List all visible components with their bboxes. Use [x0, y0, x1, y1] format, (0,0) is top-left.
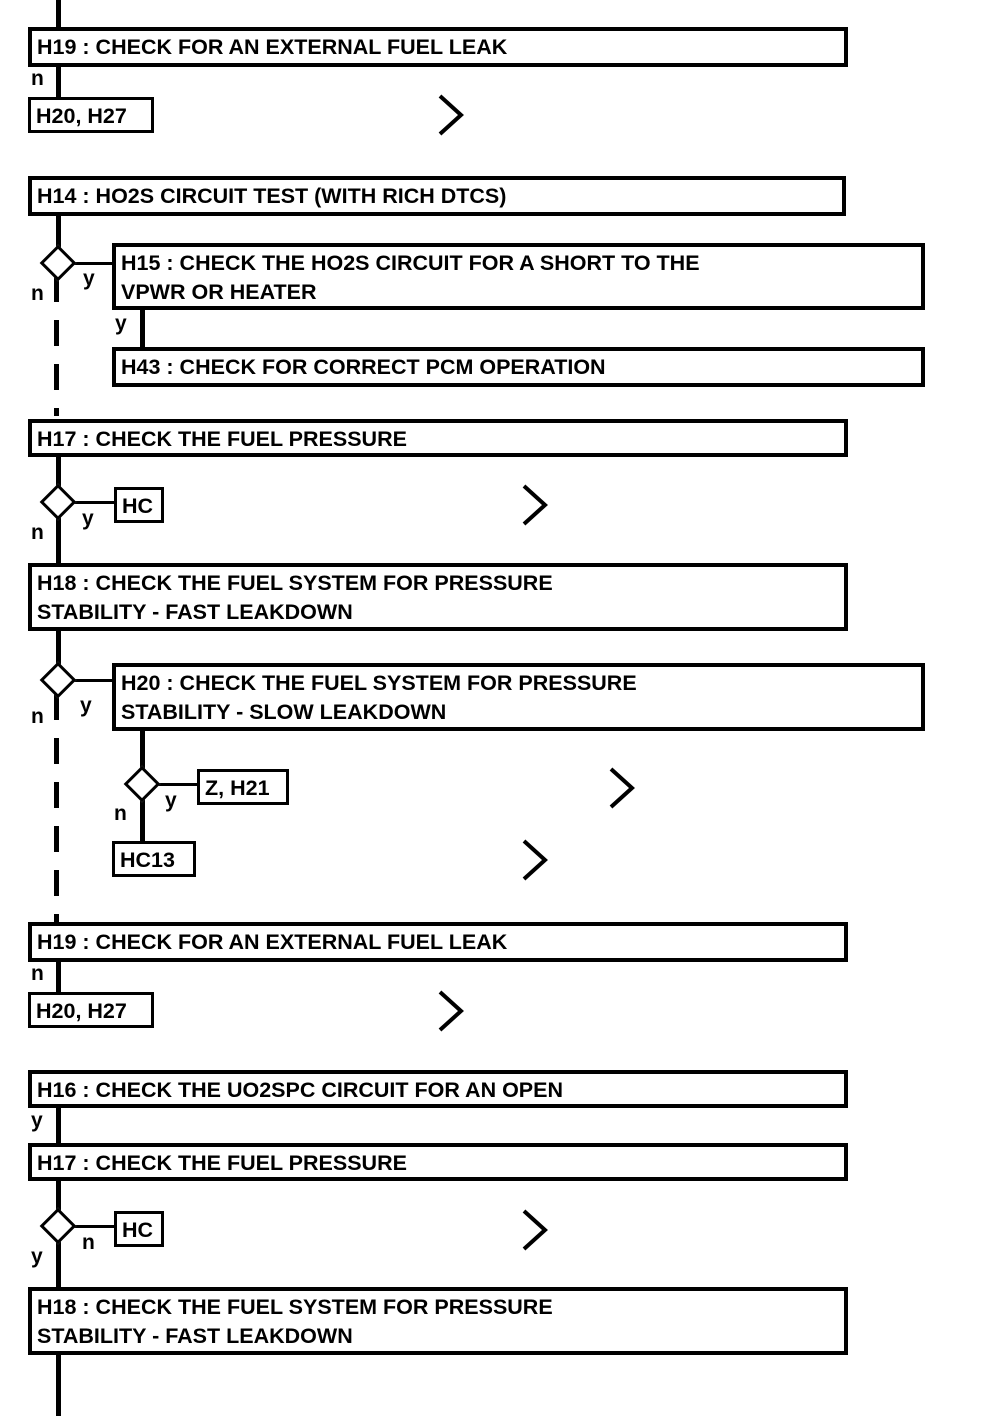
- terminator-box-z-h21[interactable]: Z, H21: [197, 769, 289, 805]
- edge-label-n: n: [31, 705, 44, 728]
- connector-line: [56, 66, 61, 100]
- process-box-h18-upper[interactable]: H18 : CHECK THE FUEL SYSTEM FOR PRESSURE…: [28, 563, 848, 631]
- process-box-h18-lower[interactable]: H18 : CHECK THE FUEL SYSTEM FOR PRESSURE…: [28, 1287, 848, 1355]
- process-box-h20-slow[interactable]: H20 : CHECK THE FUEL SYSTEM FOR PRESSURE…: [112, 663, 925, 731]
- decision-diamond[interactable]: [39, 1207, 77, 1245]
- edge-label-y: y: [80, 694, 92, 717]
- connector-line: [71, 1225, 116, 1228]
- decision-diamond[interactable]: [39, 244, 77, 282]
- decision-diamond[interactable]: [39, 483, 77, 521]
- connector-line: [71, 262, 116, 265]
- connector-line: [56, 961, 61, 995]
- chevron-right-icon: [521, 482, 551, 528]
- connector-line: [56, 1180, 61, 1214]
- connector-line: [56, 515, 61, 565]
- terminator-box-h20-h27-lower[interactable]: H20, H27: [28, 992, 154, 1028]
- edge-label-n: n: [82, 1231, 95, 1254]
- terminator-box-hc-lower[interactable]: HC: [114, 1211, 164, 1247]
- edge-label-n: n: [114, 802, 127, 825]
- process-box-h14[interactable]: H14 : HO2S CIRCUIT TEST (WITH RICH DTCS): [28, 176, 846, 216]
- connector-line: [56, 630, 61, 668]
- terminator-box-hc13[interactable]: HC13: [112, 841, 196, 877]
- connector-line: [140, 309, 145, 349]
- connector-line: [56, 1239, 61, 1289]
- terminator-box-hc-upper[interactable]: HC: [114, 487, 164, 523]
- connector-line: [56, 215, 61, 251]
- edge-label-n: n: [31, 67, 44, 90]
- connector-line: [71, 679, 116, 682]
- edge-label-y: y: [115, 312, 127, 335]
- chevron-right-icon: [521, 1207, 551, 1253]
- connector-line: [56, 1107, 61, 1145]
- connector-line-dashed: [54, 276, 59, 416]
- connector-line: [140, 730, 145, 772]
- decision-diamond[interactable]: [39, 661, 77, 699]
- process-box-h43[interactable]: H43 : CHECK FOR CORRECT PCM OPERATION: [112, 347, 925, 387]
- decision-diamond[interactable]: [123, 765, 161, 803]
- chevron-right-icon: [437, 92, 467, 138]
- process-box-h17-upper[interactable]: H17 : CHECK THE FUEL PRESSURE: [28, 419, 848, 457]
- connector-line: [155, 783, 200, 786]
- edge-label-y: y: [31, 1245, 43, 1268]
- process-box-h15[interactable]: H15 : CHECK THE HO2S CIRCUIT FOR A SHORT…: [112, 243, 925, 310]
- edge-label-n: n: [31, 962, 44, 985]
- edge-label-n: y: [83, 267, 95, 290]
- edge-label-y: y: [165, 789, 177, 812]
- connector-line: [56, 0, 61, 28]
- edge-label-y: y: [31, 1109, 43, 1132]
- connector-line: [56, 456, 61, 490]
- chevron-right-icon: [437, 988, 467, 1034]
- edge-label-y: n: [31, 521, 44, 544]
- chevron-right-icon: [608, 765, 638, 811]
- process-box-h19-top[interactable]: H19 : CHECK FOR AN EXTERNAL FUEL LEAK: [28, 27, 848, 67]
- connector-line: [71, 501, 116, 504]
- process-box-h17-lower[interactable]: H17 : CHECK THE FUEL PRESSURE: [28, 1143, 848, 1181]
- chevron-right-icon: [521, 837, 551, 883]
- connector-line: [56, 1354, 61, 1416]
- connector-line: [140, 797, 145, 843]
- connector-line-dashed: [54, 694, 59, 923]
- terminator-box-h20-h27-top[interactable]: H20, H27: [28, 97, 154, 133]
- edge-label-y: n: [31, 282, 44, 305]
- process-box-h16[interactable]: H16 : CHECK THE UO2SPC CIRCUIT FOR AN OP…: [28, 1070, 848, 1108]
- process-box-h19-lower[interactable]: H19 : CHECK FOR AN EXTERNAL FUEL LEAK: [28, 922, 848, 962]
- edge-label-n: y: [82, 507, 94, 530]
